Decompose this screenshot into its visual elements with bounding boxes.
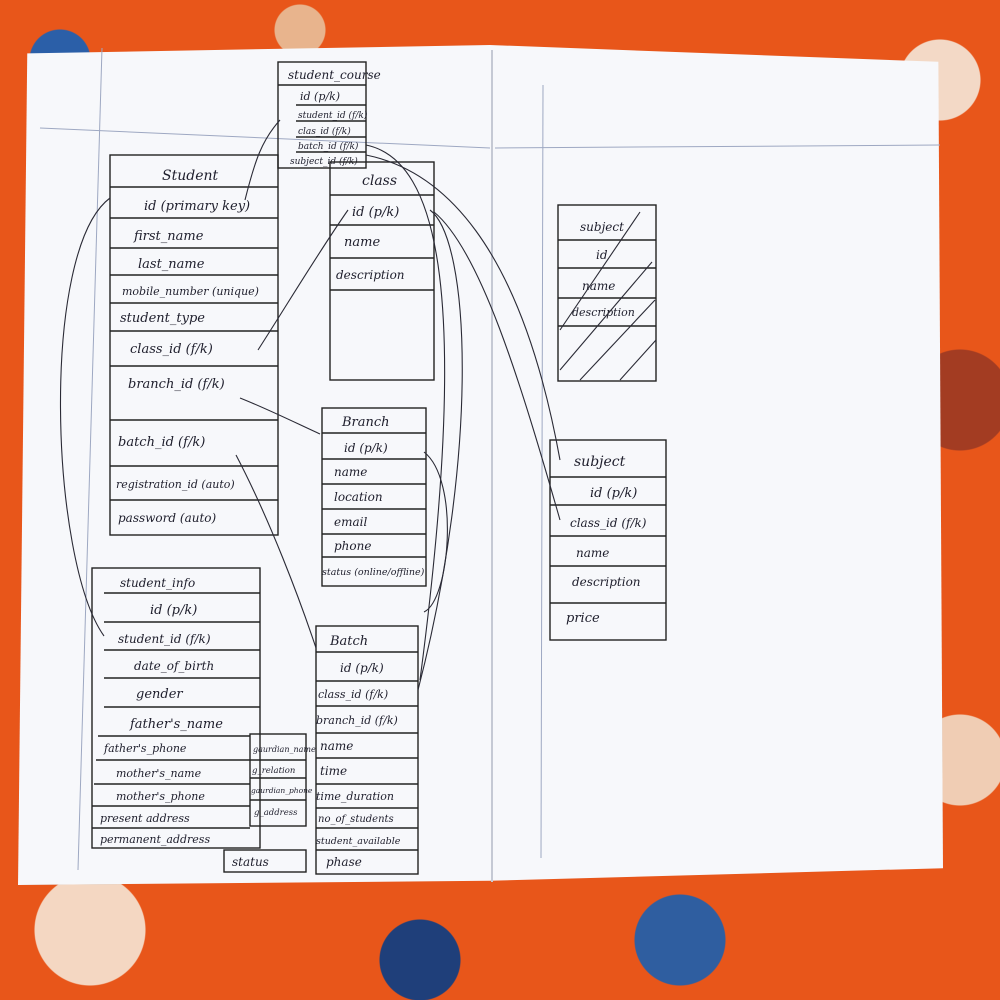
student-field-3: mobile_number (unique) [122, 285, 259, 298]
batch-field-0: id (p/k) [340, 661, 384, 675]
student-field-0: id (primary key) [144, 199, 250, 214]
branch-field-3: email [334, 515, 367, 529]
crossed-subject-title: subject [580, 220, 624, 234]
student-field-8: registration_id (auto) [116, 478, 235, 491]
sc-field-2: clas_id (f/k) [298, 126, 351, 137]
batch-field-1: class_id (f/k) [318, 688, 388, 701]
class-title: class [362, 173, 397, 189]
sc-field-0: id (p/k) [300, 90, 340, 103]
student-info-field-9: permanent_address [100, 833, 210, 846]
student-table [109, 154, 279, 536]
subject-field-3: description [572, 575, 641, 589]
student-info-table [91, 567, 261, 849]
arrow-student-to-info [59, 197, 111, 637]
student-field-5: class_id (f/k) [130, 342, 213, 357]
student-title: Student [162, 168, 218, 184]
student-info-title: student_info [120, 576, 195, 590]
student-info-field-7: mother's_phone [116, 790, 205, 803]
branch-field-2: location [334, 490, 383, 504]
subject-field-4: price [566, 611, 600, 626]
guardian-field-2: gaurdian_phone [251, 786, 313, 795]
subject-title: subject [574, 454, 626, 470]
student-info-footer: status [232, 855, 269, 869]
arrow-course-subject [365, 154, 561, 461]
batch-field-2: branch_id (f/k) [316, 714, 398, 727]
student-field-6: branch_id (f/k) [128, 377, 225, 392]
arrow-branch-loop [423, 451, 448, 613]
branch-title: Branch [341, 415, 390, 430]
arrow-course-student [244, 119, 281, 201]
sc-field-4: subject_id (f/k) [290, 156, 358, 167]
student-field-4: student_type [120, 311, 205, 326]
student-info-field-3: gender [136, 687, 183, 702]
batch-field-8: phase [326, 855, 362, 869]
notebook-page [18, 45, 943, 885]
crossed-subject-field-2: description [572, 306, 635, 319]
student-info-field-5: father's_phone [103, 742, 187, 755]
crossed-subject-table [557, 204, 657, 382]
student-field-2: last_name [138, 257, 205, 272]
arrow-class-batch [417, 209, 463, 691]
class-field-0: id (p/k) [352, 205, 399, 220]
batch-title: Batch [329, 634, 368, 649]
crossed-subject-field-0: id [596, 248, 608, 262]
branch-field-5: status (online/offline) [322, 567, 425, 578]
class-field-2: description [336, 268, 405, 282]
student-course-table [277, 61, 367, 169]
student-course-title: student_course [288, 68, 381, 82]
arrow-branch-link [239, 397, 321, 435]
status-box [223, 849, 307, 873]
batch-table [315, 625, 419, 875]
batch-field-5: time_duration [316, 790, 394, 803]
subject-table [549, 439, 667, 641]
arrow-batch-link [235, 454, 317, 649]
branch-field-4: phone [334, 539, 371, 553]
student-field-7: batch_id (f/k) [118, 435, 205, 450]
student-info-field-6: mother's_name [116, 767, 202, 780]
arrow-class-link [257, 209, 349, 351]
branch-field-0: id (p/k) [344, 441, 388, 455]
arrow-class-subject [433, 211, 561, 521]
guardian-field-0: gaurdian_name [253, 745, 316, 754]
student-field-9: password (auto) [118, 511, 216, 525]
guardian-box [249, 733, 307, 827]
guardian-field-1: g_relation [252, 766, 295, 776]
sc-field-1: student_id (f/k) [298, 110, 368, 121]
crossed-subject-field-1: name [582, 279, 615, 293]
guardian-field-3: g_address [254, 808, 298, 818]
subject-field-1: class_id (f/k) [570, 516, 647, 530]
student-field-1: first_name [133, 229, 204, 244]
batch-field-4: time [320, 764, 347, 778]
batch-field-7: student_available [316, 836, 401, 847]
arrow-course-batch [365, 144, 446, 681]
student-info-field-2: date_of_birth [134, 659, 214, 673]
student-info-field-1: student_id (f/k) [118, 632, 211, 646]
branch-field-1: name [334, 465, 367, 479]
batch-field-6: no_of_students [318, 814, 394, 825]
student-info-field-4: father's_name [129, 717, 223, 732]
student-info-field-8: present address [100, 812, 190, 825]
class-field-1: name [344, 235, 380, 250]
branch-table [321, 407, 427, 587]
student-info-field-0: id (p/k) [150, 603, 197, 618]
sc-field-3: batch_id (f/k) [298, 141, 359, 152]
batch-field-3: name [320, 739, 353, 753]
class-table [329, 161, 435, 381]
subject-field-0: id (p/k) [590, 486, 637, 501]
subject-field-2: name [576, 546, 609, 560]
